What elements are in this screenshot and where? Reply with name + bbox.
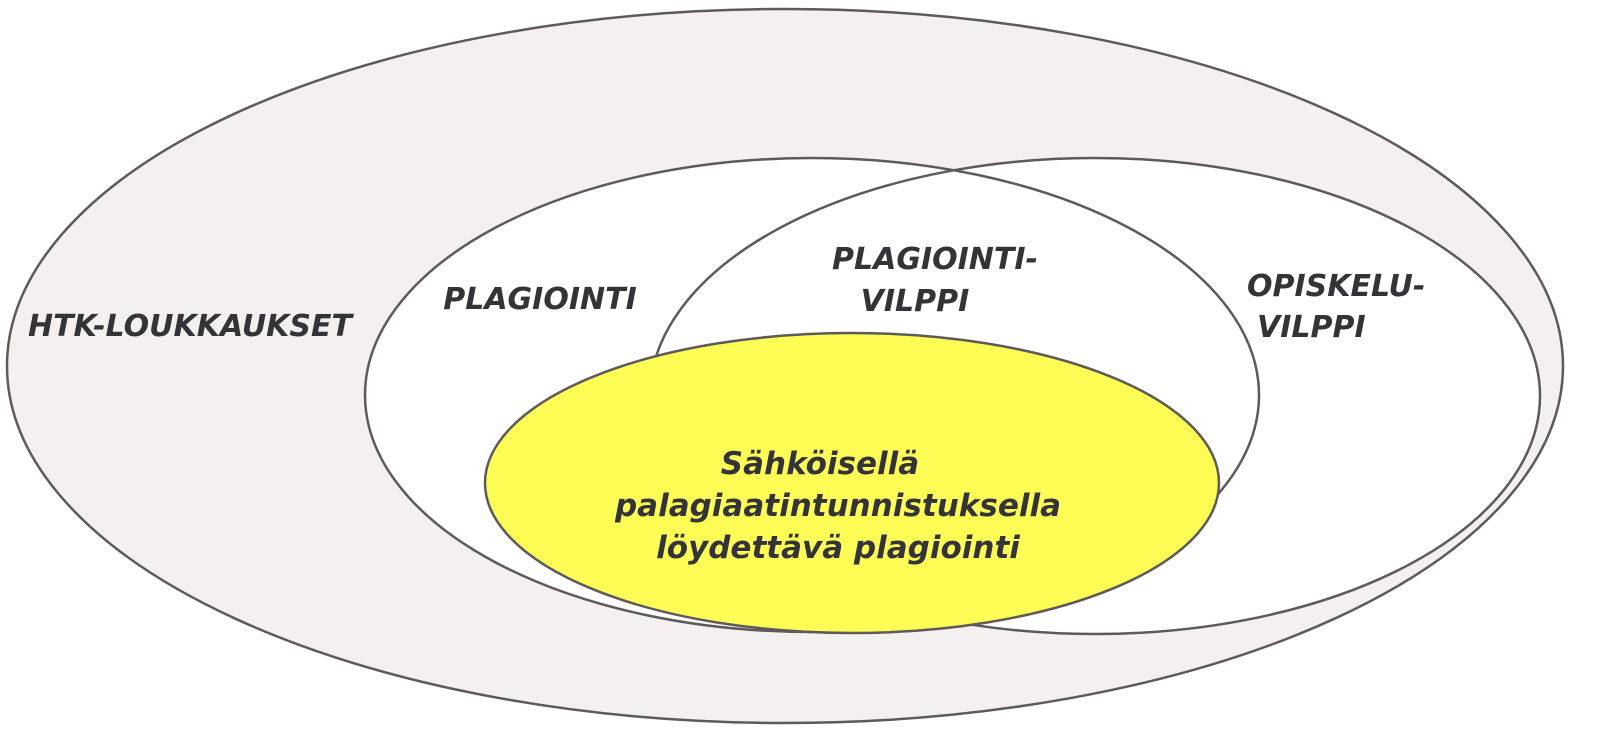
- sahkoinen-tunnistus-ellipse: [483, 331, 1221, 635]
- label-center-3: löydettävä plagiointi: [656, 530, 1020, 566]
- label-plagiointivilppi-2: VILPPI: [861, 284, 970, 319]
- label-center-2: palagiaatintunnistuksella: [614, 488, 1061, 524]
- label-plagiointivilppi-1: PLAGIOINTI-: [832, 242, 1038, 277]
- label-opiskeluvilppi-2: VILPPI: [1257, 310, 1366, 345]
- label-opiskeluvilppi-1: OPISKELU-: [1247, 269, 1425, 304]
- label-plagiointi: PLAGIOINTI: [443, 282, 637, 317]
- label-htk-loukkaukset: HTK-LOUKKAUKSET: [28, 309, 355, 344]
- label-center-1: Sähköisellä: [721, 446, 919, 482]
